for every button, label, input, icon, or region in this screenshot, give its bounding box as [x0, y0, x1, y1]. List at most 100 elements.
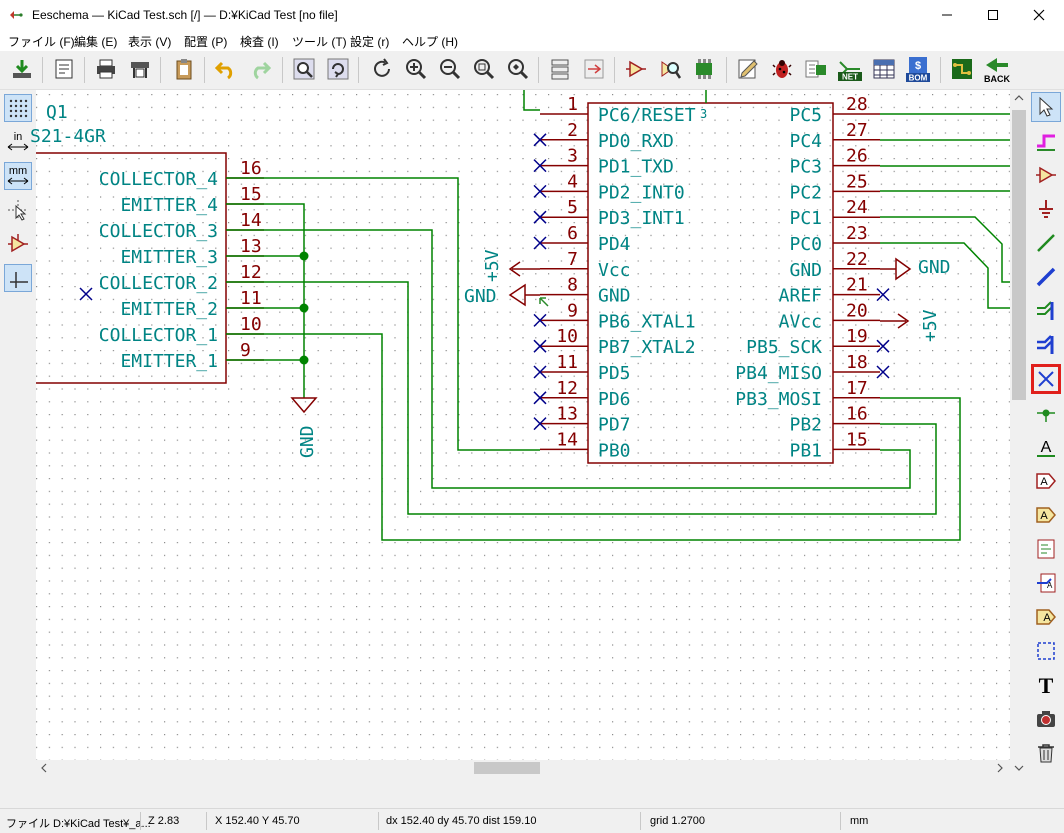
find-button[interactable]: [290, 55, 318, 83]
add-junction-button[interactable]: [1031, 398, 1061, 428]
bom-label: BOM: [909, 74, 928, 83]
maximize-button[interactable]: [970, 0, 1016, 30]
status-delta: dx 152.40 dy 45.70 dist 159.10: [386, 815, 537, 827]
annotate-button[interactable]: [734, 55, 762, 83]
u1-left-pin-number: 4: [567, 171, 578, 192]
vertical-scroll-thumb[interactable]: [1012, 110, 1026, 400]
bus-to-bus-entry-button[interactable]: [1031, 330, 1061, 360]
no-connect-flag: [533, 313, 547, 327]
wire-orientation-button[interactable]: [4, 264, 32, 292]
leave-sheet-icon: [584, 59, 604, 79]
junctions: [299, 251, 309, 365]
select-tool-button[interactable]: [1031, 92, 1061, 122]
symbol-editor-button[interactable]: [622, 55, 650, 83]
cursor-shape-icon: [8, 200, 28, 221]
u1-left-pin-number: 11: [556, 352, 578, 373]
spreadsheet-button[interactable]: [870, 55, 898, 83]
add-label-button[interactable]: A: [1031, 432, 1061, 462]
add-wire-button[interactable]: [1031, 228, 1061, 258]
back-annotate-button[interactable]: BACK: [982, 55, 1012, 84]
delete-item-button[interactable]: [1031, 738, 1061, 768]
scroll-up-icon[interactable]: [1010, 90, 1028, 106]
u1-right-pin-name: PC5: [789, 105, 822, 126]
undo-button[interactable]: [212, 55, 240, 83]
refresh-button[interactable]: [368, 55, 396, 83]
add-bus-button[interactable]: [1031, 262, 1061, 292]
assign-footprints-button[interactable]: [802, 55, 830, 83]
q1-symbol[interactable]: Q1 S21-4GR COLLECTOR_416EMITTER_415COLLE…: [30, 102, 264, 384]
menu-tools[interactable]: ツール (T): [292, 35, 347, 49]
zoom-in-button[interactable]: [402, 55, 430, 83]
pcbnew-button[interactable]: [948, 55, 976, 83]
menu-inspect[interactable]: 検査 (I): [240, 35, 279, 49]
no-connect-flag: [533, 210, 547, 224]
wire-pin1: [523, 90, 540, 111]
zoom-out-button[interactable]: [436, 55, 464, 83]
horizontal-scroll-thumb[interactable]: [474, 762, 540, 774]
units-mm-button[interactable]: mm: [4, 162, 32, 190]
erc-button[interactable]: [768, 55, 796, 83]
menu-place[interactable]: 配置 (P): [184, 35, 228, 49]
q1-pin-number: 14: [240, 210, 262, 231]
minimize-button[interactable]: [924, 0, 970, 30]
zoom-fit-button[interactable]: [470, 55, 498, 83]
footprint-editor-button[interactable]: [690, 55, 718, 83]
arrow-pointer-icon: [1039, 96, 1054, 117]
units-inch-button[interactable]: in: [4, 128, 32, 156]
netlist-button[interactable]: NET: [836, 55, 864, 83]
library-browser-button[interactable]: [656, 55, 684, 83]
vcc-label-left: +5V: [482, 249, 503, 282]
redo-button[interactable]: [246, 55, 274, 83]
add-text-button[interactable]: T: [1031, 670, 1061, 700]
vertical-scrollbar[interactable]: [1010, 90, 1028, 776]
grid-toggle-button[interactable]: [4, 94, 32, 122]
u1-right-pin-name: AVcc: [779, 311, 822, 332]
add-global-label-button[interactable]: A: [1031, 466, 1061, 496]
add-image-button[interactable]: [1031, 704, 1061, 734]
save-button[interactable]: [8, 55, 36, 83]
menu-view[interactable]: 表示 (V): [128, 35, 172, 49]
no-connect-flag: [79, 287, 93, 301]
import-sheet-pin-button[interactable]: A: [1031, 568, 1061, 598]
q1-pin-number: 12: [240, 262, 262, 283]
wire-pc0: [880, 242, 1010, 309]
hidden-pins-icon: [8, 234, 28, 253]
no-connect-flag-button[interactable]: [1031, 364, 1061, 394]
cursor-shape-button[interactable]: [4, 196, 32, 224]
paste-button[interactable]: [170, 55, 198, 83]
text-icon: T: [1039, 673, 1054, 698]
scroll-left-icon[interactable]: [36, 760, 52, 776]
menu-preferences[interactable]: 設定 (r): [350, 35, 390, 49]
u1-right-pin-name: PC2: [789, 182, 822, 203]
zoom-area-button[interactable]: [504, 55, 532, 83]
plot-button[interactable]: [126, 55, 154, 83]
add-sheet-pin-button[interactable]: A: [1031, 602, 1061, 632]
leave-sheet-button[interactable]: [580, 55, 608, 83]
add-hierarchical-label-button[interactable]: A: [1031, 500, 1061, 530]
u1-symbol[interactable]: 3 PC6/RESET1PD0_RXD2PD1_TXD3PD2_INT04PD3…: [540, 94, 880, 464]
menu-file[interactable]: ファイル (F): [8, 35, 75, 49]
hierarchy-navigator-button[interactable]: [546, 55, 574, 83]
scroll-down-icon[interactable]: [1010, 760, 1028, 776]
bom-button[interactable]: $BOM: [904, 55, 932, 83]
scroll-right-icon[interactable]: [992, 760, 1008, 776]
u1-left-pin-number: 13: [556, 404, 578, 425]
clipboard-icon: [176, 59, 192, 80]
schematic-drawing[interactable]: Q1 S21-4GR COLLECTOR_416EMITTER_415COLLE…: [30, 90, 1020, 760]
find-replace-button[interactable]: [324, 55, 352, 83]
wire-to-bus-entry-button[interactable]: [1031, 296, 1061, 326]
add-sheet-button[interactable]: [1031, 534, 1061, 564]
page-settings-button[interactable]: [50, 55, 78, 83]
graphic-lines-icon: [1037, 642, 1055, 660]
highlight-net-button[interactable]: [1031, 126, 1061, 156]
add-symbol-button[interactable]: [1031, 160, 1061, 190]
menu-help[interactable]: ヘルプ (H): [402, 35, 458, 49]
hidden-pins-button[interactable]: [4, 230, 32, 258]
print-button[interactable]: [92, 55, 120, 83]
add-power-button[interactable]: [1031, 194, 1061, 224]
menu-edit[interactable]: 編集 (E): [74, 35, 118, 49]
horizontal-scrollbar[interactable]: [36, 760, 1010, 776]
close-button[interactable]: [1016, 0, 1062, 30]
add-graphic-lines-button[interactable]: [1031, 636, 1061, 666]
